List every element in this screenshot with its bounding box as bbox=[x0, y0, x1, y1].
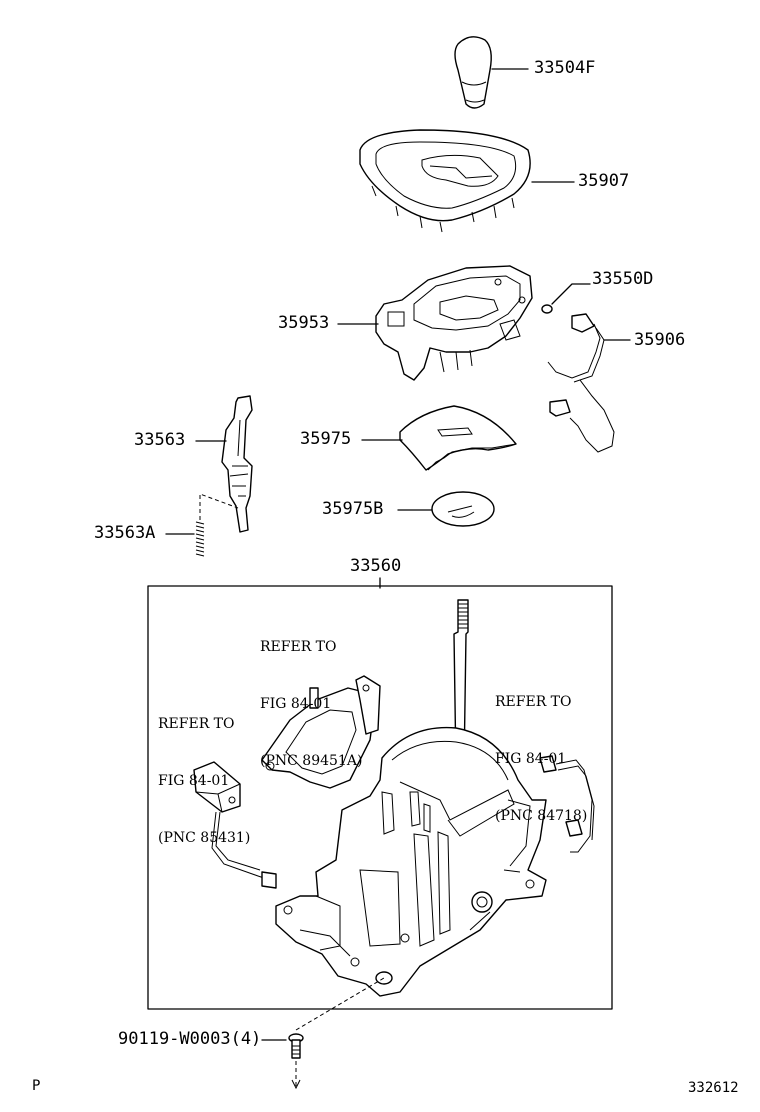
refer-note-85431[interactable]: REFER TO FIG 84-01 (PNC 85431) bbox=[158, 677, 250, 867]
figure-number: 332612 bbox=[688, 1080, 739, 1096]
refer-note-line: REFER TO bbox=[158, 716, 235, 732]
indicator-housing-part[interactable] bbox=[359, 129, 531, 233]
shift-assembly-body[interactable] bbox=[275, 726, 547, 997]
refer-note-line: (PNC 85431) bbox=[158, 830, 251, 846]
connector-switch-part[interactable] bbox=[193, 761, 277, 889]
refer-note-line: REFER TO bbox=[260, 639, 337, 655]
shift-knob-part[interactable] bbox=[454, 36, 492, 109]
lock-solenoid-wire-part[interactable] bbox=[539, 755, 595, 853]
leader-33550D bbox=[551, 283, 591, 305]
label-33550D[interactable]: 33550D bbox=[592, 269, 654, 289]
refer-note-line: FIG 84-01 bbox=[495, 751, 567, 767]
bulb-part[interactable] bbox=[541, 304, 553, 314]
label-35907[interactable]: 35907 bbox=[578, 171, 630, 191]
label-35975[interactable]: 35975 bbox=[300, 429, 352, 449]
footer-left-code: P bbox=[32, 1078, 41, 1094]
label-33504F[interactable]: 33504F bbox=[534, 58, 596, 78]
label-35975B[interactable]: 35975B bbox=[322, 499, 384, 519]
refer-note-84718[interactable]: REFER TO FIG 84-01 (PNC 84718) bbox=[495, 655, 587, 845]
position-sensor-part[interactable] bbox=[261, 675, 381, 789]
refer-note-line: FIG 84-01 bbox=[158, 773, 230, 789]
refer-note-89451A[interactable]: REFER TO FIG 84-01 (PNC 89451A) bbox=[260, 600, 362, 790]
indicator-base-part[interactable] bbox=[375, 265, 533, 381]
label-bolt[interactable]: 90119-W0003(4) bbox=[118, 1029, 262, 1049]
bolt-part[interactable] bbox=[288, 1033, 304, 1059]
refer-note-line: FIG 84-01 bbox=[260, 696, 332, 712]
refer-note-line: (PNC 84718) bbox=[495, 808, 588, 824]
spring-part[interactable] bbox=[195, 521, 205, 557]
label-33560[interactable]: 33560 bbox=[350, 556, 402, 576]
label-35906[interactable]: 35906 bbox=[634, 330, 686, 350]
wire-harness-part[interactable] bbox=[547, 313, 615, 453]
refer-note-line: REFER TO bbox=[495, 694, 572, 710]
shift-lock-lever-part[interactable] bbox=[221, 395, 253, 533]
slide-plate-part[interactable] bbox=[431, 491, 495, 527]
label-33563A[interactable]: 33563A bbox=[94, 523, 156, 543]
spring-guide-line bbox=[199, 493, 239, 520]
label-33563[interactable]: 33563 bbox=[134, 430, 186, 450]
slide-cover-part[interactable] bbox=[399, 405, 517, 471]
bolt-dashed-line bbox=[295, 977, 385, 1086]
refer-note-line: (PNC 89451A) bbox=[260, 753, 363, 769]
bolt-arrow bbox=[291, 1079, 301, 1090]
label-35953[interactable]: 35953 bbox=[278, 313, 330, 333]
